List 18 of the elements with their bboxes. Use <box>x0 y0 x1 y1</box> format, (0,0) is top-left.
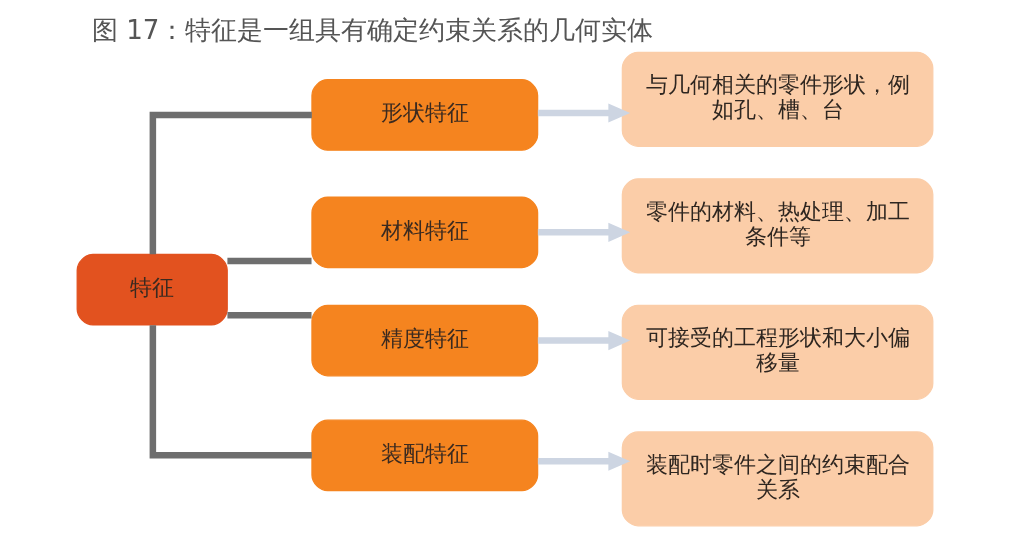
node-box: 特征 <box>76 253 228 326</box>
connector <box>226 311 312 319</box>
connector <box>149 325 312 459</box>
connector <box>149 111 312 255</box>
node-box: 与几何相关的零件形状，例如孔、槽、台 <box>621 51 933 147</box>
arrow <box>537 222 630 242</box>
node-box: 零件的材料、热处理、加工条件等 <box>621 178 933 274</box>
arrow <box>537 103 630 123</box>
diagram-title: 图 17：特征是一组具有确定约束关系的几何实体 <box>91 15 653 46</box>
node-box: 形状特征 <box>310 79 538 151</box>
node-box: 可接受的工程形状和大小偏移量 <box>621 304 933 400</box>
node-box: 装配特征 <box>310 419 538 492</box>
node-box: 材料特征 <box>310 196 538 269</box>
node-box: 精度特征 <box>310 304 538 377</box>
connector <box>226 257 312 265</box>
arrow <box>537 331 630 351</box>
arrow <box>537 451 630 471</box>
node-box: 装配时零件之间的约束配合关系 <box>621 431 933 527</box>
